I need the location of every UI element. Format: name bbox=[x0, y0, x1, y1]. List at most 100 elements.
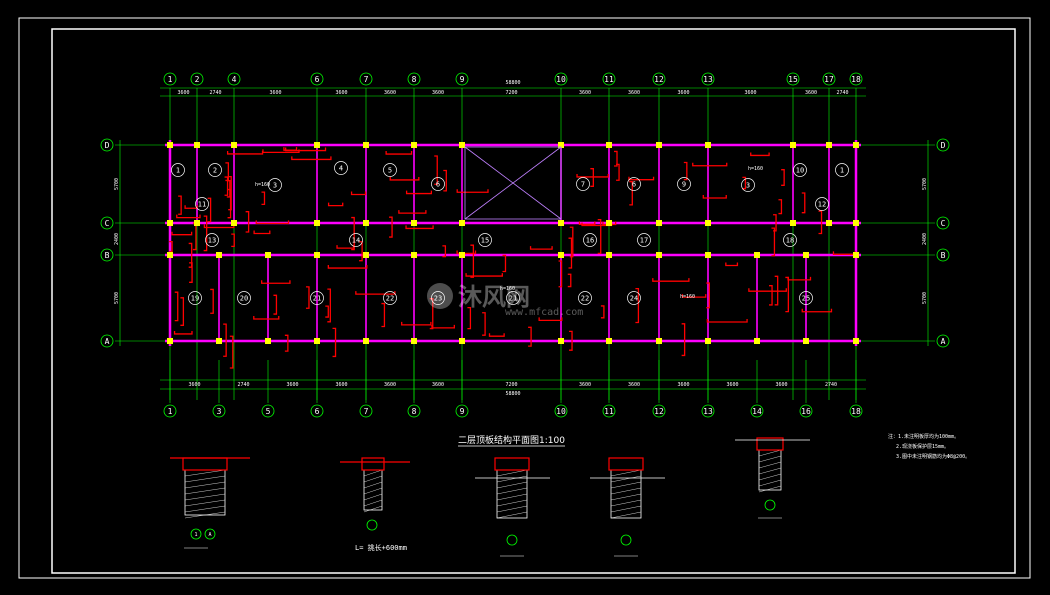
rebar-top bbox=[359, 241, 363, 262]
room-number-circle bbox=[637, 233, 651, 247]
room-number: 25 bbox=[802, 295, 810, 303]
rebar-bottom bbox=[488, 333, 505, 337]
room-number: 21 bbox=[313, 295, 321, 303]
structural-column bbox=[314, 142, 320, 148]
room-number: 20 bbox=[240, 295, 248, 303]
structural-column bbox=[754, 252, 760, 258]
rebar-top bbox=[569, 330, 573, 351]
room-number-circle bbox=[815, 197, 829, 211]
axis-label-left: A bbox=[105, 337, 110, 346]
rebar-top bbox=[332, 327, 337, 358]
room-number-circle bbox=[835, 163, 849, 177]
detail-axis-label: 1 bbox=[194, 532, 197, 538]
stair-void bbox=[464, 146, 562, 220]
detail-wall-5 bbox=[756, 437, 784, 493]
rebar-top bbox=[273, 294, 278, 315]
rebar-top bbox=[774, 275, 779, 306]
structural-column bbox=[459, 142, 465, 148]
room-number: 9 bbox=[682, 181, 686, 189]
structural-column bbox=[803, 252, 809, 258]
rebar-top bbox=[231, 233, 235, 248]
slab-thickness-note: h=160 bbox=[680, 294, 695, 300]
overall-dim-top: 58800 bbox=[505, 80, 520, 86]
rebar-top bbox=[614, 150, 618, 167]
dim-text-bottom: 3600 bbox=[384, 382, 396, 388]
structural-column bbox=[216, 252, 222, 258]
rebar-top bbox=[192, 222, 197, 251]
structural-column bbox=[558, 252, 564, 258]
rebar-top bbox=[188, 242, 193, 268]
rebar-top bbox=[203, 215, 208, 252]
room-number: 7 bbox=[581, 181, 585, 189]
axis-bubble-right bbox=[936, 248, 950, 262]
structural-column bbox=[754, 338, 760, 344]
rebar-top bbox=[706, 282, 710, 309]
rebar-bottom bbox=[431, 324, 455, 329]
rebar-top bbox=[600, 305, 605, 319]
axis-bubble-top bbox=[786, 72, 800, 86]
rebar-bottom bbox=[336, 245, 355, 249]
structural-column bbox=[853, 142, 859, 148]
room-number: 1 bbox=[840, 167, 844, 175]
slab-thickness-note: h=160 bbox=[500, 286, 515, 292]
structural-column bbox=[656, 338, 662, 344]
structural-column bbox=[314, 220, 320, 226]
axis-bubble-top bbox=[455, 72, 469, 86]
dim-text-top: 3600 bbox=[432, 90, 444, 96]
watermark-url: www.mfcad.com bbox=[505, 307, 583, 318]
rebar-top bbox=[189, 262, 193, 283]
rebar-top bbox=[785, 276, 790, 313]
room-number-circle bbox=[349, 233, 363, 247]
dim-text-top: 3600 bbox=[677, 90, 689, 96]
axis-label-right: D bbox=[941, 141, 946, 150]
axis-bubble-left bbox=[100, 248, 114, 262]
rebar-bottom bbox=[389, 176, 420, 181]
rebar-top bbox=[228, 175, 232, 211]
axis-bubble-top bbox=[227, 72, 241, 86]
rebar-top bbox=[597, 219, 602, 255]
axis-bubble-right bbox=[936, 334, 950, 348]
structural-column bbox=[853, 252, 859, 258]
rebar-top bbox=[389, 216, 393, 238]
room-number-circle bbox=[383, 163, 397, 177]
rebar-top bbox=[528, 326, 532, 347]
room-number-circle bbox=[793, 163, 807, 177]
structure-plan bbox=[165, 140, 861, 369]
rebar-top bbox=[568, 237, 573, 269]
rebar-top bbox=[327, 288, 331, 323]
axis-bubble-bottom bbox=[212, 404, 226, 418]
room-number-circle bbox=[310, 291, 324, 305]
rebar-top bbox=[174, 291, 179, 322]
rebar-bottom bbox=[184, 205, 198, 209]
rebar-top bbox=[261, 191, 266, 205]
rebar-top bbox=[178, 195, 182, 215]
axis-label-top: 7 bbox=[364, 75, 369, 84]
axis-label-bottom: 11 bbox=[604, 407, 614, 416]
watermark-logo-icon bbox=[427, 283, 453, 309]
room-number: 23 bbox=[434, 295, 442, 303]
rebar-top bbox=[567, 273, 572, 288]
axis-label-top: 6 bbox=[315, 75, 320, 84]
rebar-bottom bbox=[832, 251, 856, 255]
detail-wall-1 bbox=[182, 457, 228, 519]
axis-label-bottom: 7 bbox=[364, 407, 369, 416]
axis-label-top: 11 bbox=[604, 75, 614, 84]
rebar-bottom bbox=[253, 230, 271, 235]
room-number-circle bbox=[478, 233, 492, 247]
room-number: 18 bbox=[786, 237, 794, 245]
note-line-3: 3.图中未注明钢筋均为Φ8@200。 bbox=[896, 453, 970, 460]
structural-column bbox=[705, 252, 711, 258]
rebar-bottom bbox=[176, 214, 201, 219]
rebar-top bbox=[771, 227, 776, 257]
dim-text-bottom: 3600 bbox=[188, 382, 200, 388]
structural-column bbox=[194, 142, 200, 148]
rebar-top bbox=[180, 297, 185, 326]
detail-axis-bubble bbox=[366, 519, 378, 531]
structural-column bbox=[790, 142, 796, 148]
axis-bubble-bottom bbox=[701, 404, 715, 418]
dim-text-bottom: 3600 bbox=[677, 382, 689, 388]
rebar-bottom bbox=[576, 173, 609, 178]
rebar-bottom bbox=[285, 147, 327, 152]
